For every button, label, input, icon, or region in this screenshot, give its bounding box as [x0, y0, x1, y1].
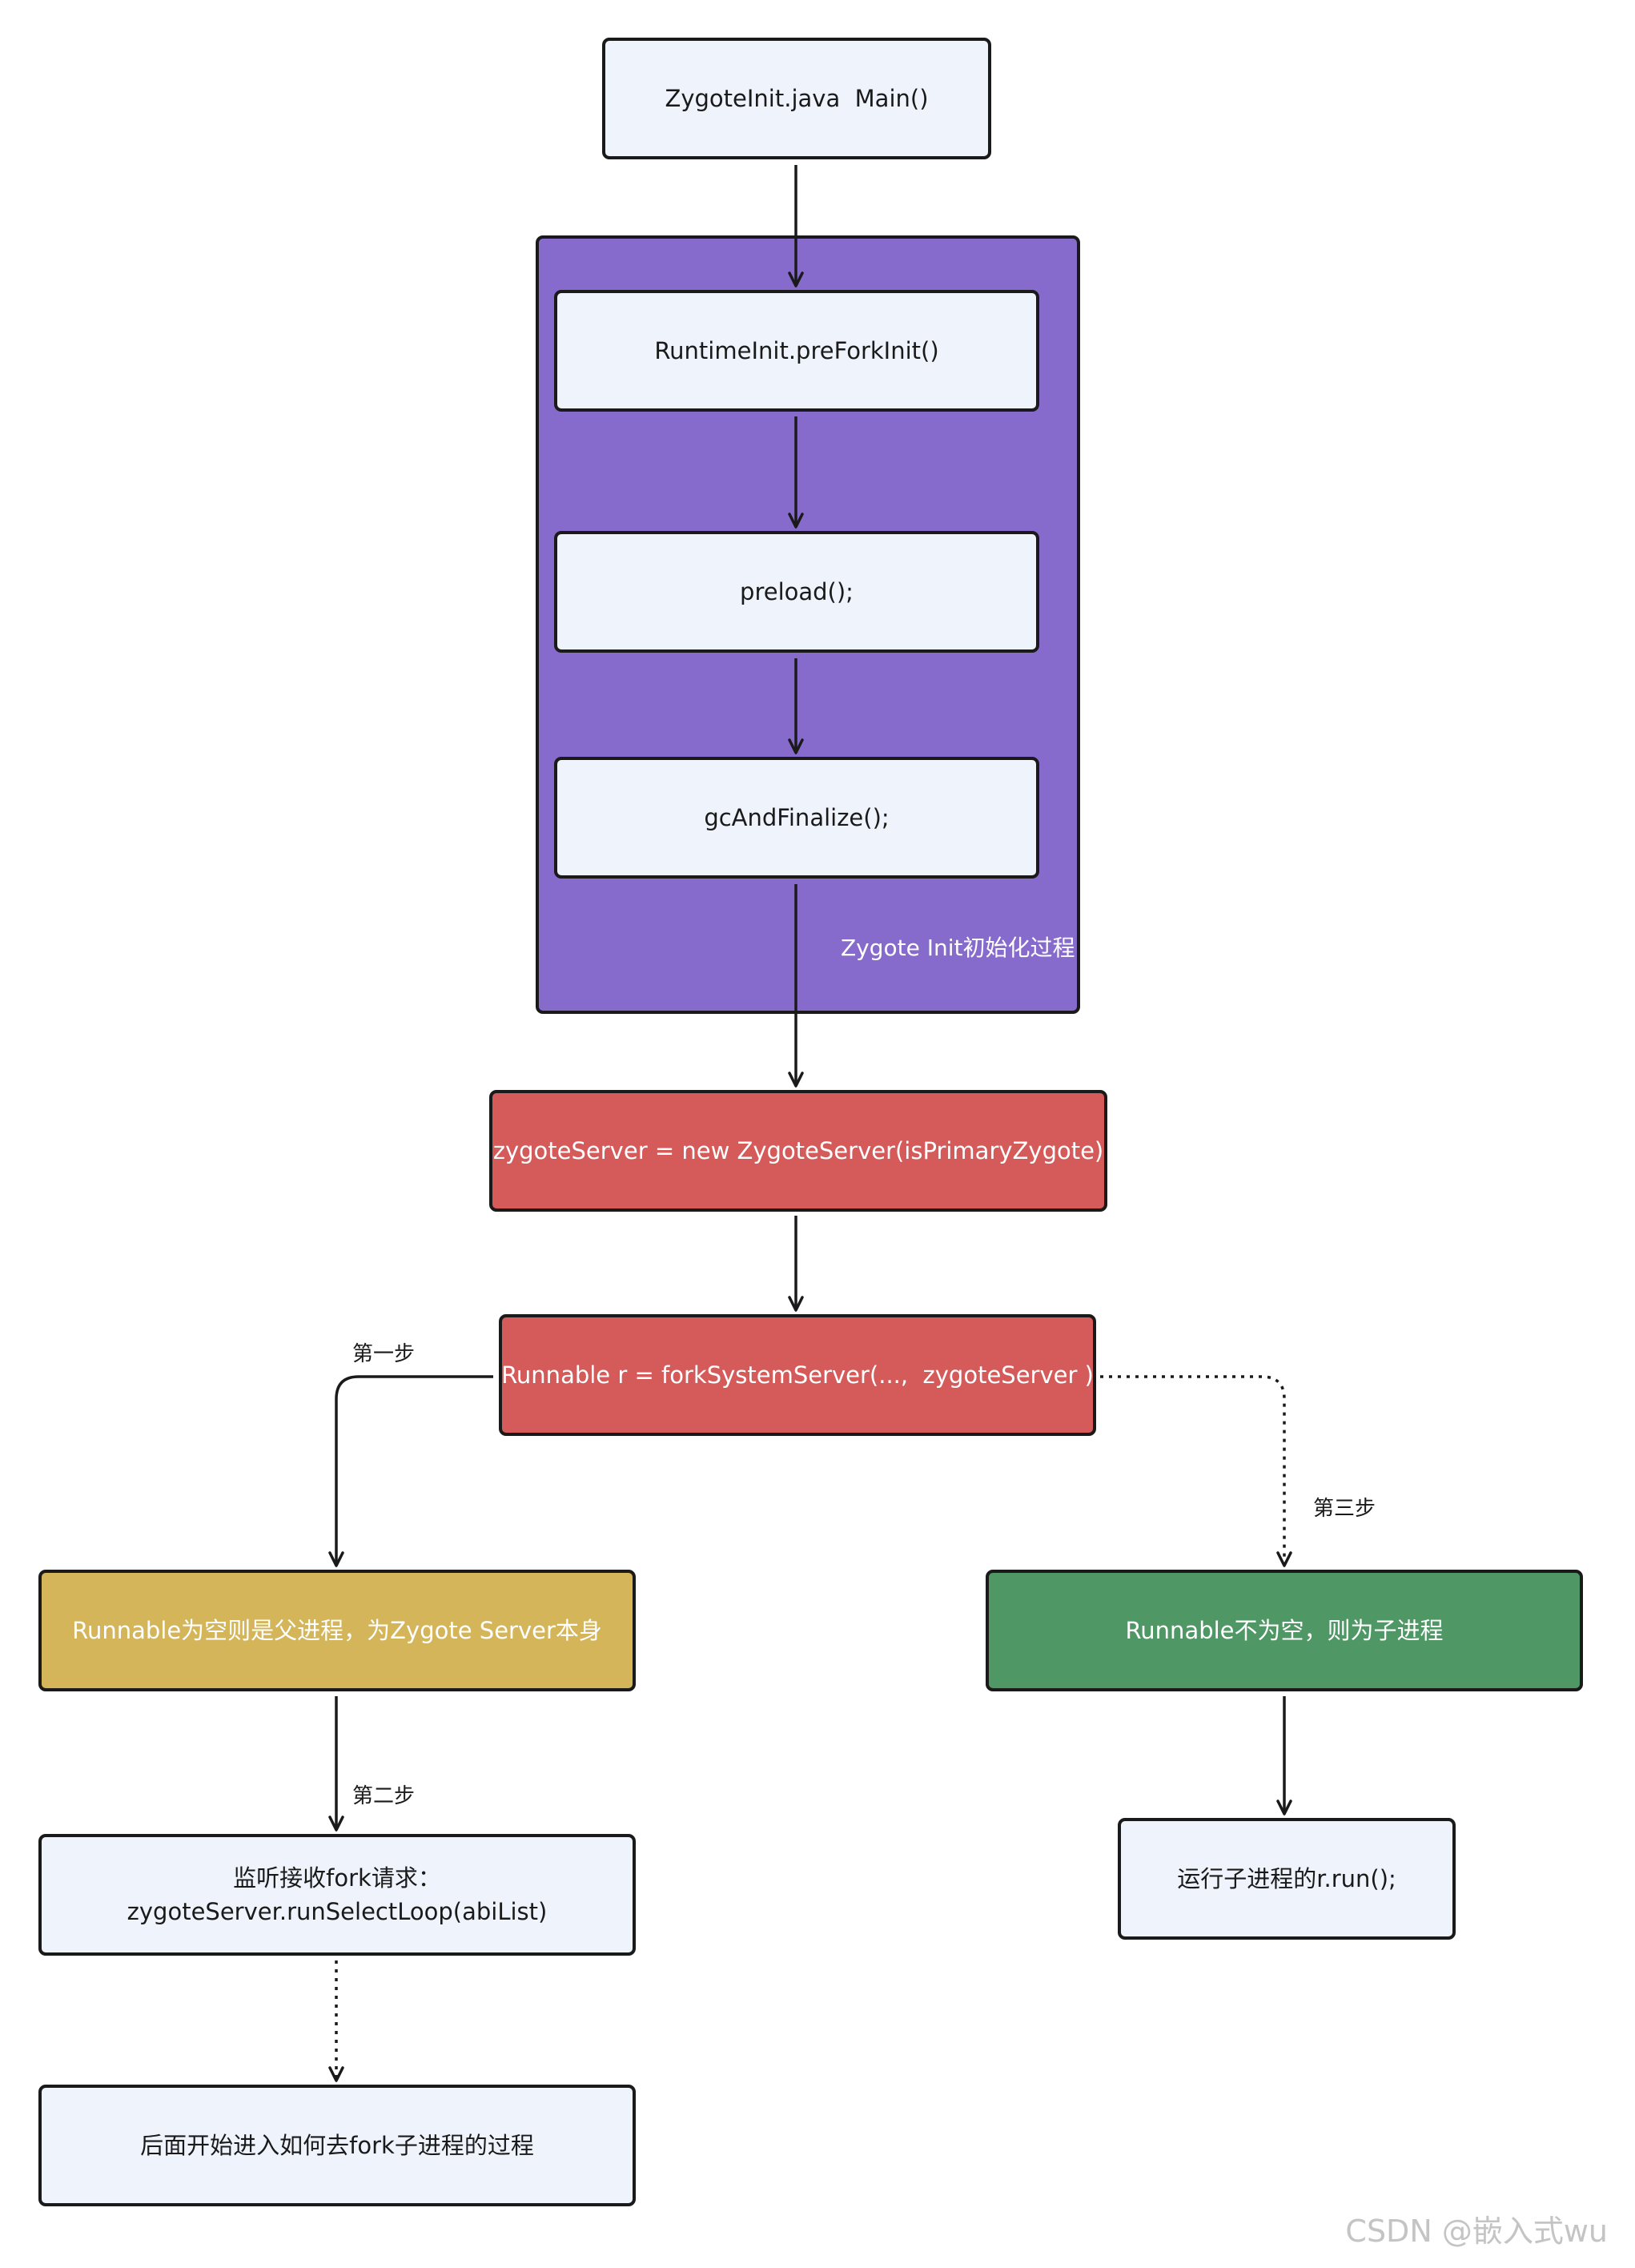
gc-node: gcAndFinalize(); — [554, 757, 1039, 879]
run-child-node: 运行子进程的r.run(); — [1118, 1818, 1456, 1940]
next-process-node: 后面开始进入如何去fork子进程的过程 — [38, 2085, 636, 2206]
csdn-watermark: CSDN @嵌入式wu — [1345, 2214, 1608, 2249]
step1-label: 第一步 — [352, 1342, 416, 1366]
main-node-label: ZygoteInit.java Main() — [665, 84, 929, 112]
runnable-null-node-label: Runnable为空则是父进程，为Zygote Server本身 — [72, 1616, 602, 1644]
next-process-node-label: 后面开始进入如何去fork子进程的过程 — [140, 2131, 534, 2159]
main-node: ZygoteInit.java Main() — [602, 38, 991, 159]
step2-label: 第二步 — [352, 1784, 416, 1808]
runnable-not-null-node: Runnable不为空，则为子进程 — [986, 1570, 1583, 1691]
select-loop-node-line1: 监听接收fork请求： — [233, 1864, 441, 1892]
zygote-server-node-label: zygoteServer = new ZygoteServer(isPrimar… — [492, 1136, 1104, 1164]
runnable-null-node: Runnable为空则是父进程，为Zygote Server本身 — [38, 1570, 636, 1691]
preload-node: preload(); — [554, 531, 1039, 653]
edge-fork-to-runnable-null — [328, 1375, 493, 1567]
fork-system-server-node: Runnable r = forkSystemServer(..., zygot… — [499, 1314, 1096, 1436]
preforkinit-node-label: RuntimeInit.preForkInit() — [654, 336, 939, 364]
step3-label: 第三步 — [1313, 1497, 1376, 1521]
preforkinit-node: RuntimeInit.preForkInit() — [554, 290, 1039, 412]
zygote-server-node: zygoteServer = new ZygoteServer(isPrimar… — [489, 1090, 1107, 1212]
select-loop-node-line2: zygoteServer.runSelectLoop(abiList) — [127, 1898, 548, 1925]
select-loop-node: 监听接收fork请求： zygoteServer.runSelectLoop(a… — [38, 1834, 636, 1956]
edge-fork-to-runnable-not-null — [1100, 1375, 1292, 1567]
runnable-not-null-node-label: Runnable不为空，则为子进程 — [1125, 1616, 1444, 1644]
gc-node-label: gcAndFinalize(); — [704, 803, 890, 831]
fork-system-server-node-label: Runnable r = forkSystemServer(..., zygot… — [501, 1361, 1094, 1389]
run-child-node-label: 运行子进程的r.run(); — [1177, 1864, 1396, 1892]
preload-node-label: preload(); — [740, 577, 854, 605]
zygote-init-group-label: Zygote Init初始化过程 — [841, 935, 1075, 961]
